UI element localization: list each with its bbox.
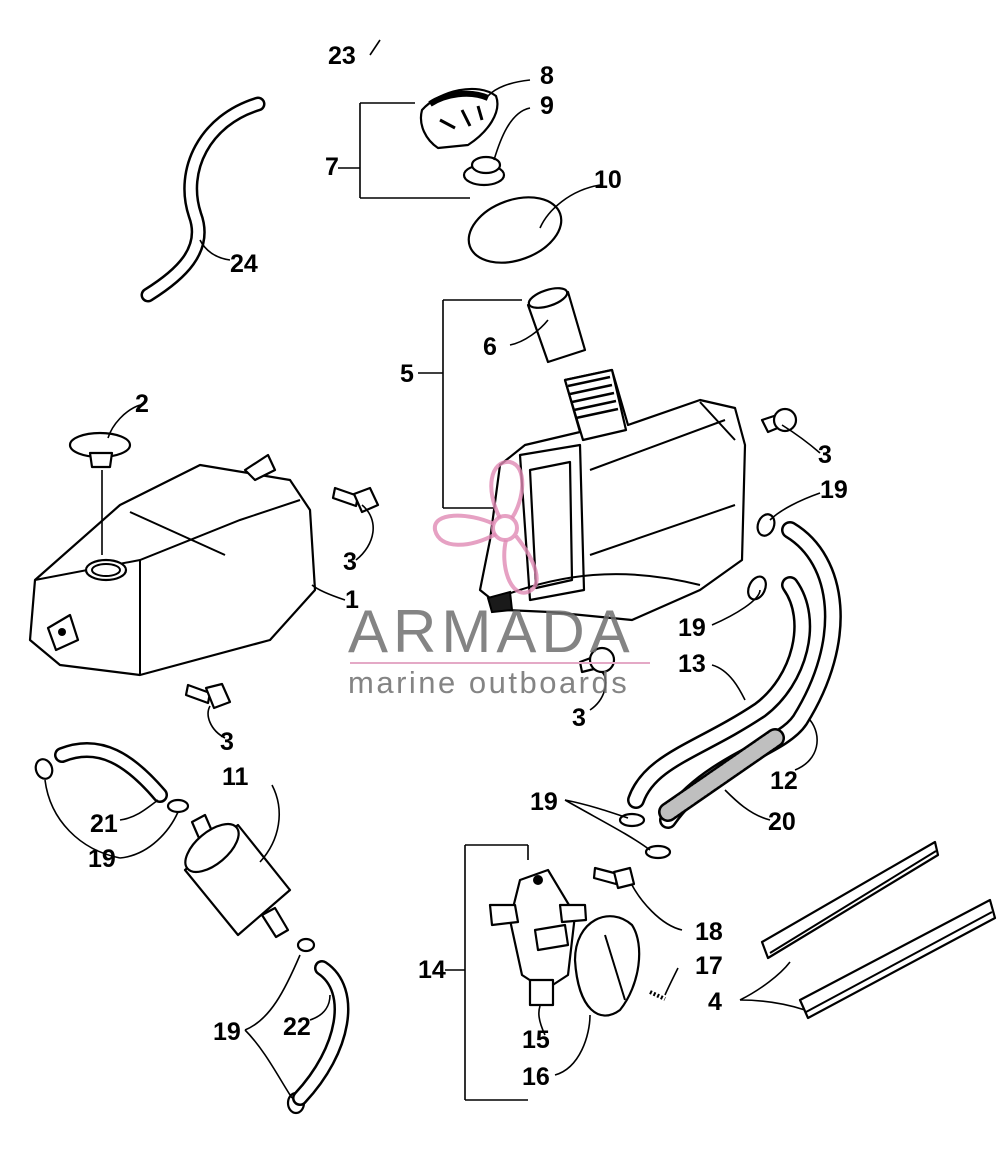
callout-14: 14 [418,956,446,984]
callout-24: 24 [230,250,258,278]
callout-12: 12 [770,767,798,795]
part-8-tank-cap [419,87,499,150]
part-24-hose [140,96,266,303]
part-16-valve-knob [573,915,641,1017]
part-3-bolt-c [760,407,798,434]
part-15-valve-body [488,868,588,1007]
callout-2: 2 [135,390,149,418]
part-9-gasket [462,155,506,187]
leader-lines [44,39,821,1101]
callout-16: 16 [522,1063,550,1091]
callout-3-left-lower: 3 [220,728,234,756]
callout-21: 21 [90,810,118,838]
part-17-screw [649,990,666,1001]
callout-5: 5 [400,360,414,388]
callout-3-center: 3 [572,704,586,732]
callout-20: 20 [768,808,796,836]
callout-9: 9 [540,92,554,120]
part-23-vent-tube [374,16,441,84]
part-13-hose [627,576,812,809]
callout-18: 18 [695,918,723,946]
callout-22: 22 [283,1013,311,1041]
callout-17: 17 [695,952,723,980]
callout-13: 13 [678,650,706,678]
part-3-bolt-b [184,682,232,710]
callout-7: 7 [325,153,339,181]
callout-19-left: 19 [88,845,116,873]
part-11-fuel-filter [183,813,292,939]
callout-19-bottom-left: 19 [213,1018,241,1046]
part-18-bolt [592,866,636,890]
callout-10: 10 [594,166,622,194]
part-21-hose [54,742,168,803]
callout-8: 8 [540,62,554,90]
watermark: ARMADA marine outboards [348,459,650,700]
part-3-bolt-a [331,486,380,514]
watermark-tagline: marine outboards [348,665,629,700]
callout-3-left-upper: 3 [343,548,357,576]
part-1-reserve-tank [28,453,317,677]
main-fuel-tank [478,368,747,622]
callout-19-top-right: 19 [820,476,848,504]
callout-3-top-right: 3 [818,441,832,469]
callout-23: 23 [328,42,356,70]
part-10-washer [467,196,563,264]
part-22-hose [292,960,350,1106]
callout-11: 11 [222,763,249,791]
callout-15: 15 [522,1026,550,1054]
part-2-reserve-cap [68,431,132,555]
part-20-hose-sleeve [658,728,785,822]
callout-19-right-middle: 19 [678,614,706,642]
part-6-filler-neck [526,287,587,364]
callout-19-center: 19 [530,788,558,816]
watermark-brand: ARMADA [348,598,635,665]
callout-labels: 23 8 9 7 10 24 6 5 2 3 19 3 1 19 13 3 3 … [88,42,848,1091]
callout-6: 6 [483,333,497,361]
propeller-logo-icon [432,459,539,595]
callout-1: 1 [345,586,359,614]
callout-4: 4 [708,988,722,1016]
part-4-rubber-strips [760,840,997,1020]
